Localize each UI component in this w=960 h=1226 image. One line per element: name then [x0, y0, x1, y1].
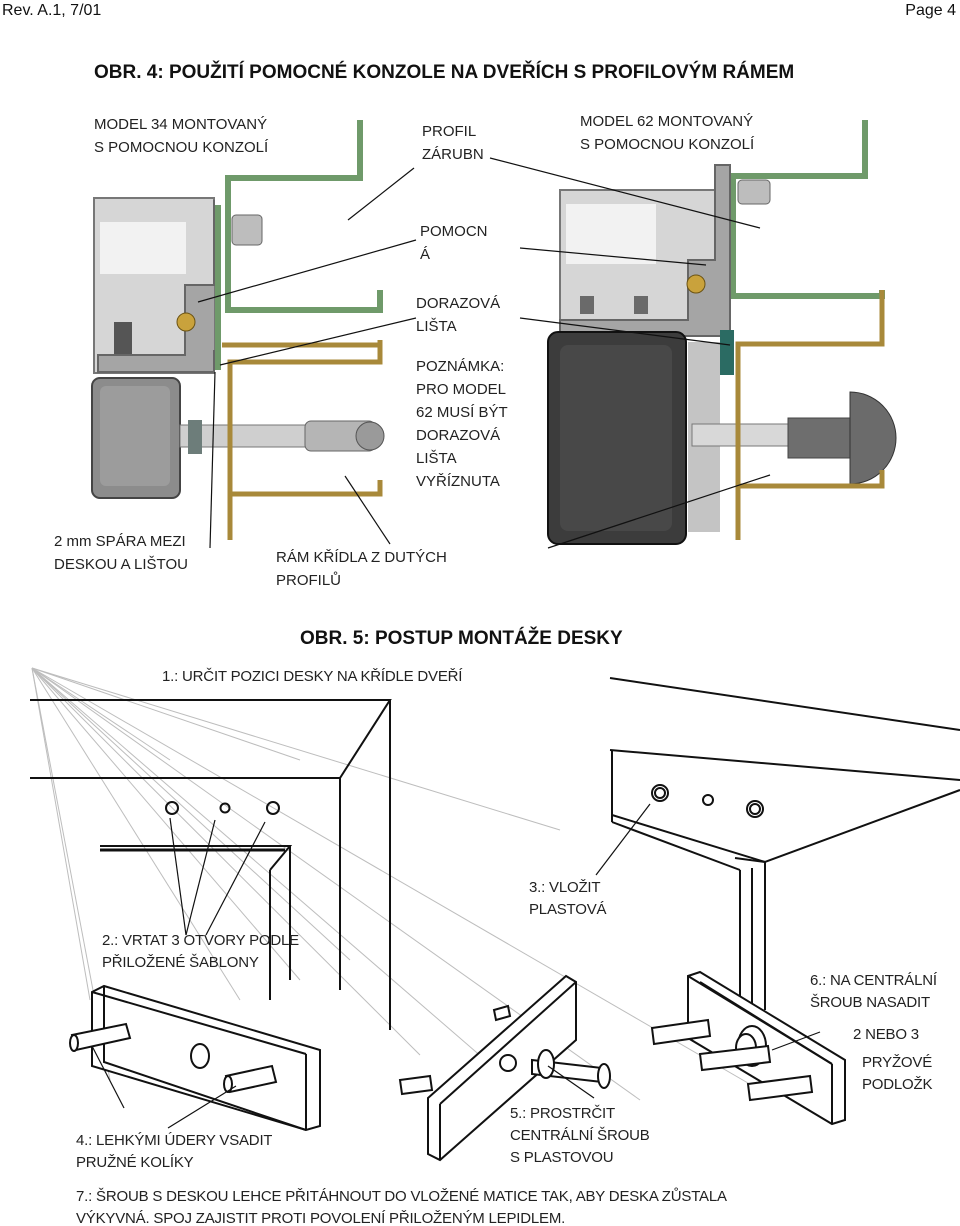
left-body	[91, 377, 181, 499]
screw-step5	[531, 1049, 611, 1089]
figure-5-title: OBR. 5: POSTUP MONTÁŽE DESKY	[300, 628, 623, 649]
dorazova-lista-label: DORAZOVÁ LIŠTA	[416, 295, 501, 335]
fig5-leaders	[91, 803, 821, 1129]
step-6-label: 6.: NA CENTRÁLNÍ ŠROUB NASADIT	[810, 972, 937, 1011]
right-teal-strip	[720, 330, 734, 375]
revision-label: Rev. A.1, 7/01	[2, 2, 102, 19]
step-7-label: 7.: ŠROUB S DESKOU LEHCE PŘITÁHNOUT DO V…	[76, 1188, 727, 1226]
step-6-washer-label: PRYŽOVÉ PODLOŽK	[862, 1054, 933, 1093]
plate-step4	[69, 984, 321, 1132]
door-corner-right	[609, 677, 960, 1010]
left-bracket	[93, 197, 263, 374]
dowel-left	[69, 1022, 132, 1052]
pomocna-label: POMOCN Á	[420, 223, 488, 263]
spara-label: 2 mm SPÁRA MEZI DESKOU A LIŠTOU	[54, 533, 188, 573]
step-6-count-label: 2 NEBO 3	[853, 1026, 919, 1043]
plate-step6	[650, 970, 846, 1126]
left-frame-profile	[215, 120, 383, 370]
door-corner-left	[30, 699, 392, 1030]
left-leaders	[197, 167, 417, 549]
model-34-label: MODEL 34 MONTOVANÝ S POMOCNOU KONZOLÍ	[94, 116, 269, 156]
step-1-label: 1.: URČIT POZICI DESKY NA KŘÍDLE DVEŘÍ	[162, 668, 463, 685]
model-62-label: MODEL 62 MONTOVANÝ S POMOCNOU KONZOLÍ	[580, 113, 755, 153]
screw-step6	[698, 1025, 772, 1072]
figure-4-title: OBR. 4: POUŽITÍ POMOCNÉ KONZOLE NA DVEŘÍ…	[94, 62, 795, 83]
step-5-label: 5.: PROSTRČIT CENTRÁLNÍ ŠROUB S PLASTOVO…	[510, 1105, 650, 1166]
right-sash-profile	[735, 290, 885, 540]
plate-step5	[398, 974, 611, 1162]
page-number: Page 4	[905, 2, 956, 19]
right-shaft	[691, 391, 897, 485]
step-4-label: 4.: LEHKÝMI ÚDERY VSADIT PRUŽNÉ KOLÍKY	[76, 1132, 273, 1170]
profil-zarubne-label: PROFIL ZÁRUBN	[422, 123, 484, 163]
figure-4-drawing	[91, 120, 897, 549]
left-sash-profile	[222, 340, 383, 540]
step-2-label: 2.: VRTAT 3 OTVORY PODLE PŘILOŽENÉ ŠABLO…	[102, 932, 299, 971]
right-bracket	[559, 164, 771, 337]
poznamka-label: POZNÁMKA: PRO MODEL 62 MUSÍ BÝT DORAZOVÁ…	[416, 358, 508, 490]
ram-kridla-label: RÁM KŘÍDLA Z DUTÝCH PROFILŮ	[276, 549, 447, 589]
right-leaders	[489, 157, 771, 549]
step-3-label: 3.: VLOŽIT PLASTOVÁ	[529, 879, 607, 918]
dowel-right	[223, 1064, 278, 1094]
